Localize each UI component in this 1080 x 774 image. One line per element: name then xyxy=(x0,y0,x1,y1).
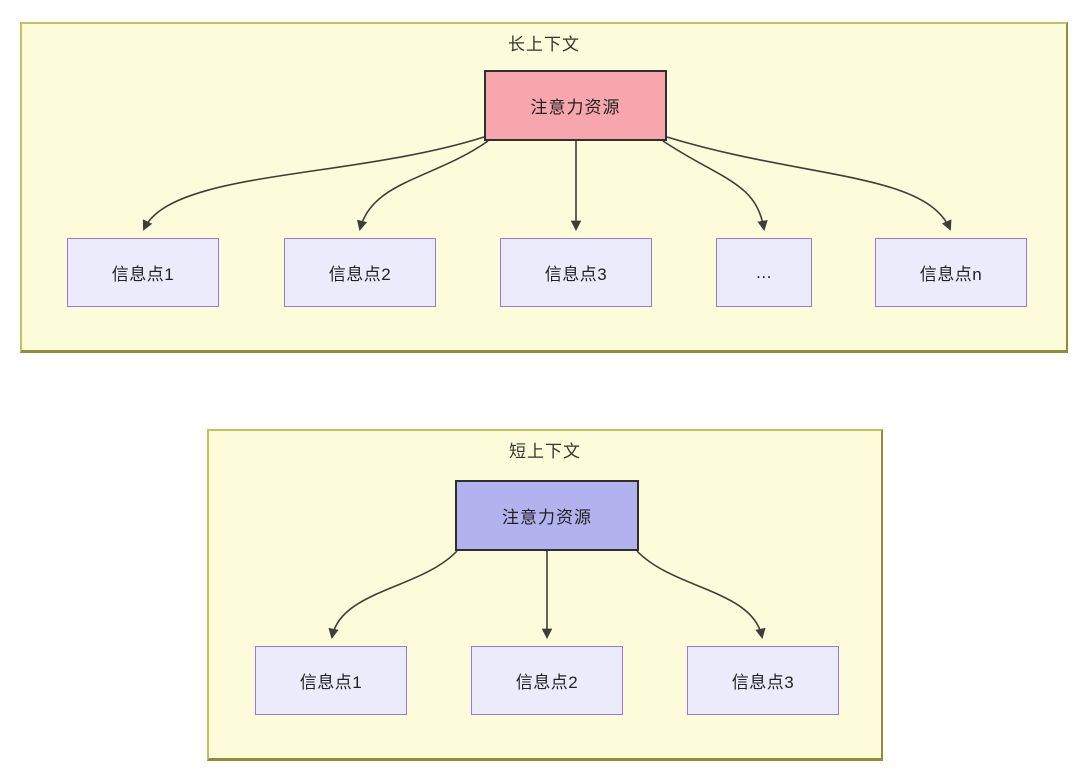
edge-attention-to-info1 xyxy=(328,550,458,640)
info-node-dots: ... xyxy=(716,238,812,307)
info-node-3: 信息点3 xyxy=(687,646,839,715)
info-node-3: 信息点3 xyxy=(500,238,652,307)
info-node-1: 信息点1 xyxy=(255,646,407,715)
panel-short-context-title: 短上下文 xyxy=(509,442,581,461)
edge-attention-to-info1 xyxy=(142,136,485,231)
info-node-n: 信息点n xyxy=(875,238,1027,307)
panel-short-context: 短上下文 注意力资源 信息点1 信息点2 信息点3 xyxy=(207,429,883,761)
edge-attention-to-info2 xyxy=(356,140,489,232)
edge-attention-to-infon xyxy=(666,136,952,231)
edge-attention-to-info3 xyxy=(636,550,766,640)
panel-long-context-title: 长上下文 xyxy=(508,35,580,54)
info-node-1: 信息点1 xyxy=(67,238,219,307)
attention-node-short: 注意力资源 xyxy=(455,480,639,551)
panel-long-context: 长上下文 注意力资源 信息点1 信息点2 信息点3 ... 信息点n xyxy=(20,22,1068,353)
info-node-2: 信息点2 xyxy=(471,646,623,715)
info-node-2: 信息点2 xyxy=(284,238,436,307)
edge-attention-to-dots xyxy=(662,140,768,232)
attention-node-long: 注意力资源 xyxy=(484,70,667,141)
